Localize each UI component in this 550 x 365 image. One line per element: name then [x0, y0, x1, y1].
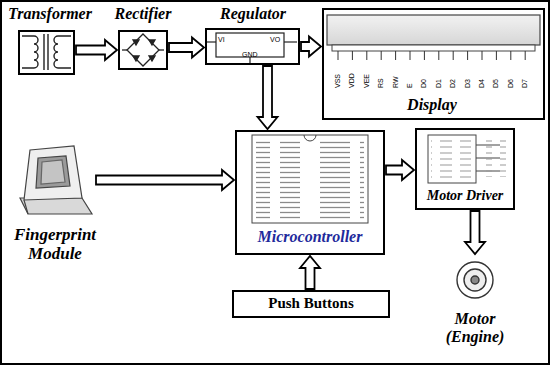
block-arrow	[465, 211, 485, 254]
block-arrow	[96, 170, 234, 190]
transformer-symbol	[22, 34, 71, 70]
block-arrow	[76, 40, 117, 60]
component-label: Motor (Engine)	[425, 310, 525, 345]
bridge-rectifier-symbol	[122, 34, 164, 66]
component-node: Display VSS VDD VEE RS RW E D0 D1 D2 D3 D4 D5 D6 D7	[322, 8, 545, 120]
motor-symbol	[457, 262, 493, 298]
pin-label: D5	[492, 79, 499, 88]
component-frame	[18, 30, 75, 75]
pin-label: VI	[218, 36, 225, 43]
pin-label: D7	[521, 79, 528, 88]
component-node: Fingerprint Module	[5, 140, 105, 265]
pin-label: RS	[377, 78, 384, 88]
pin-label: D2	[449, 79, 456, 88]
component-label: Microcontroller	[237, 228, 383, 246]
pin-label: VSS	[334, 74, 341, 88]
pin-label: E	[406, 83, 413, 88]
pin-label: VDD	[348, 73, 355, 88]
pin-label: D6	[507, 79, 514, 88]
component-label: Display	[377, 96, 487, 114]
component-node: Microcontroller	[235, 130, 385, 255]
component-node: Push Buttons	[232, 290, 390, 318]
pin-label: D3	[464, 79, 471, 88]
pin-label: VO	[270, 36, 280, 43]
block-arrow	[386, 160, 414, 180]
block-arrow	[300, 256, 320, 289]
component-node: Rectifier	[103, 5, 183, 72]
lcd-symbol	[327, 15, 540, 60]
component-frame	[205, 28, 300, 65]
pin-label: D4	[478, 79, 485, 88]
component-label: Fingerprint Module	[5, 226, 105, 263]
component-heading: Transformer	[2, 5, 98, 23]
component-node: Motor Driver	[415, 128, 515, 210]
pin-label: VEE	[363, 74, 370, 88]
pin-label: GND	[242, 51, 258, 58]
component-frame	[445, 255, 505, 305]
pin-label: RW	[392, 76, 399, 88]
component-frame	[118, 30, 168, 70]
component-label: Push Buttons	[234, 295, 388, 312]
block-arrow	[301, 37, 321, 57]
regulator-ic-symbol	[207, 33, 297, 63]
component-node: Transformer	[2, 5, 98, 77]
component-label: Motor Driver	[417, 188, 513, 203]
block-arrow	[169, 38, 204, 58]
component-heading: Rectifier	[103, 5, 183, 23]
fingerprint-module-illustration	[20, 146, 92, 214]
component-frame	[15, 140, 95, 220]
pin-label: D1	[435, 79, 442, 88]
motor-driver-chip	[428, 135, 506, 183]
pin-label: D0	[420, 79, 427, 88]
block-arrow	[258, 66, 278, 129]
component-heading: Regulator	[198, 5, 308, 23]
component-node: RegulatorVI GND VO	[198, 5, 308, 67]
component-node: Motor (Engine)	[425, 252, 525, 360]
microcontroller-chip	[252, 135, 368, 223]
